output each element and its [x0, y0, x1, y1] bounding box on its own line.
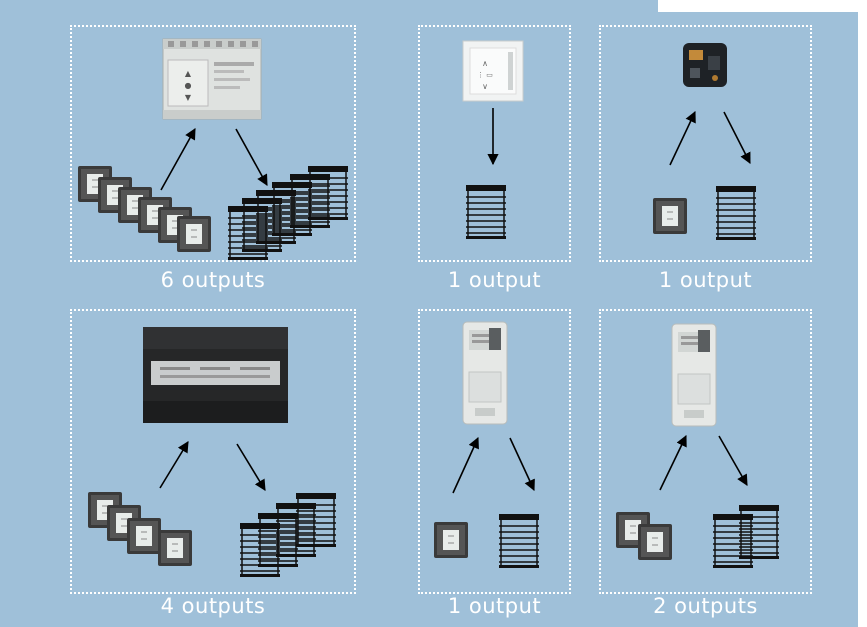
arrow-output	[723, 111, 751, 164]
group-caption: 1 output	[658, 268, 753, 292]
arrow-input	[452, 436, 479, 494]
group-caption: 6 outputs	[160, 268, 266, 292]
blind-single	[465, 184, 507, 240]
arrow-output	[718, 435, 748, 486]
svg-text:▲: ▲	[185, 69, 192, 78]
arrow-output	[509, 437, 535, 492]
blind-stack-6	[227, 165, 349, 261]
surface-mounted-actuator-icon	[671, 323, 717, 427]
wall-switch-single	[652, 197, 688, 235]
top-tab-notch	[658, 0, 858, 12]
svg-text:∧: ∧	[482, 59, 488, 68]
svg-text:●: ●	[185, 81, 192, 90]
arrow-input	[160, 128, 196, 191]
blind-stack-2	[712, 504, 780, 569]
group-caption: 1 output	[447, 594, 542, 618]
svg-text:∨: ∨	[482, 82, 488, 91]
svg-text:▼: ▼	[185, 93, 192, 102]
group-frame-6-outputs	[70, 25, 356, 262]
flush-mounted-actuator-icon	[683, 43, 727, 87]
wall-switch-single	[433, 521, 469, 559]
blind-control-switch-icon: ∧ ⋮ ▭ ∨	[462, 40, 524, 102]
group-frame-1-output-c	[418, 309, 571, 594]
din-rail-actuator-icon: ▲ ● ▼	[162, 38, 262, 120]
blind-single	[715, 185, 757, 241]
blind-single	[498, 513, 540, 569]
wall-switch-stack-6	[77, 165, 212, 253]
group-caption: 2 outputs	[653, 594, 758, 618]
arrow-output	[236, 443, 266, 491]
arrow-input	[159, 441, 189, 489]
group-caption: 4 outputs	[160, 594, 266, 618]
arrow-output	[235, 128, 268, 186]
arrow-input	[669, 110, 696, 166]
surface-mounted-actuator-icon	[462, 321, 508, 425]
group-caption: 1 output	[447, 268, 542, 292]
svg-text:⋮ ▭: ⋮ ▭	[477, 71, 493, 79]
wall-switch-stack-4	[87, 491, 193, 567]
wall-switch-stack-2	[615, 511, 673, 561]
group-frame-1-output-a	[418, 25, 571, 262]
arrow-input	[659, 434, 687, 491]
group-frame-1-output-b	[599, 25, 812, 262]
group-frame-4-outputs	[70, 309, 356, 594]
black-actuator-box-icon	[143, 327, 288, 423]
group-frame-2-outputs	[599, 309, 812, 594]
blind-stack-4	[239, 492, 337, 578]
